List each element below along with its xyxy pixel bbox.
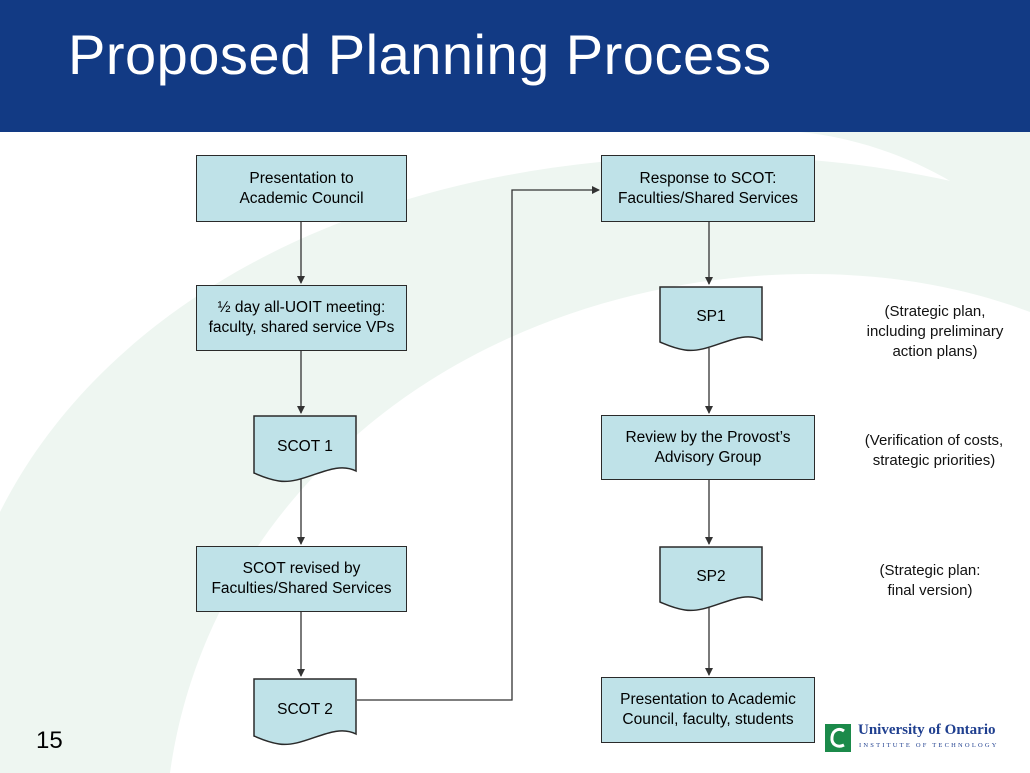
step-label: SCOT revised by Faculties/Shared Service…: [211, 560, 392, 597]
step-label: ½ day all-UOIT meeting: faculty, shared …: [208, 299, 395, 336]
document-shape: [659, 546, 763, 612]
step-final-presentation: Presentation to Academic Council, facult…: [601, 677, 815, 743]
step-presentation-academic-council: Presentation to Academic Council: [196, 155, 407, 222]
page-number: 15: [36, 727, 63, 754]
document-sp1: SP1: [659, 286, 763, 354]
document-shape: [659, 286, 763, 352]
document-label: SP2: [696, 568, 726, 585]
step-provost-review: Review by the Provost’s Advisory Group: [601, 415, 815, 480]
step-uoit-meeting: ½ day all-UOIT meeting: faculty, shared …: [196, 285, 407, 351]
slide-title: Proposed Planning Process: [68, 23, 772, 86]
note-review: (Verification of costs, strategic priori…: [864, 432, 1004, 469]
step-label: Review by the Provost’s Advisory Group: [625, 428, 791, 466]
document-scot-2: SCOT 2: [253, 678, 357, 748]
title-banner: Proposed Planning Process: [0, 0, 1030, 132]
document-shape: [253, 415, 357, 483]
document-label: SCOT 2: [277, 701, 333, 718]
note-sp1: (Strategic plan, including preliminary a…: [866, 303, 1004, 360]
document-label: SP1: [696, 308, 726, 325]
document-sp2: SP2: [659, 546, 763, 614]
step-label: Response to SCOT: Faculties/Shared Servi…: [617, 169, 799, 207]
document-scot-1: SCOT 1: [253, 415, 357, 485]
document-shape: [253, 678, 357, 746]
arrow-cross: [357, 186, 600, 701]
step-label: Presentation to Academic Council, facult…: [620, 691, 796, 728]
note-sp2: (Strategic plan: final version): [879, 562, 981, 599]
step-label: Presentation to Academic Council: [239, 169, 364, 207]
logo-subtitle: INSTITUTE OF TECHNOLOGY: [859, 742, 999, 749]
document-label: SCOT 1: [277, 438, 333, 455]
uoit-shield-icon: [825, 724, 851, 752]
step-scot-revised: SCOT revised by Faculties/Shared Service…: [196, 546, 407, 612]
step-response-to-scot: Response to SCOT: Faculties/Shared Servi…: [601, 155, 815, 222]
logo-name: University of Ontario: [858, 722, 996, 738]
university-logo: University of Ontario INSTITUTE OF TECHN…: [825, 720, 1020, 760]
